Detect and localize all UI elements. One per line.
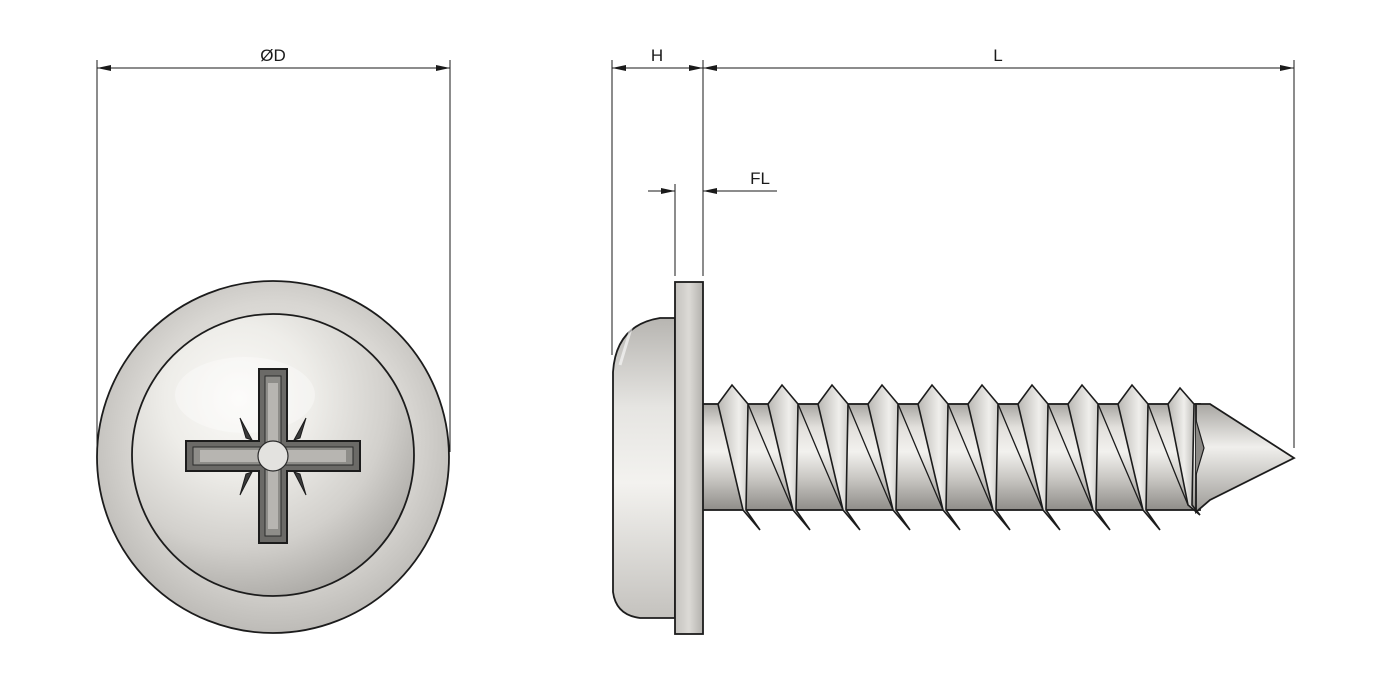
pozi-drive-icon (185, 368, 361, 544)
length-label: L (993, 46, 1002, 65)
length-dimension: L (703, 46, 1295, 448)
thread-flanks (747, 403, 1189, 511)
screw-tip (1195, 403, 1296, 514)
thread-crests (717, 383, 1201, 531)
flange-label: FL (750, 169, 770, 188)
head-height-label: H (651, 46, 663, 65)
diameter-label: ØD (260, 46, 286, 65)
side-profile-view: H L FL (611, 46, 1296, 635)
head-height-dimension: H (611, 46, 704, 355)
flange-dimension: FL (648, 169, 777, 276)
side-washer-flange (674, 281, 704, 635)
dome-highlight (175, 357, 315, 433)
tip-notch (1195, 419, 1205, 476)
head-end-view: ØD (96, 46, 451, 634)
side-dome-head (612, 317, 676, 619)
diameter-dimension: ØD (96, 46, 451, 452)
dome-edge-line (618, 324, 634, 366)
